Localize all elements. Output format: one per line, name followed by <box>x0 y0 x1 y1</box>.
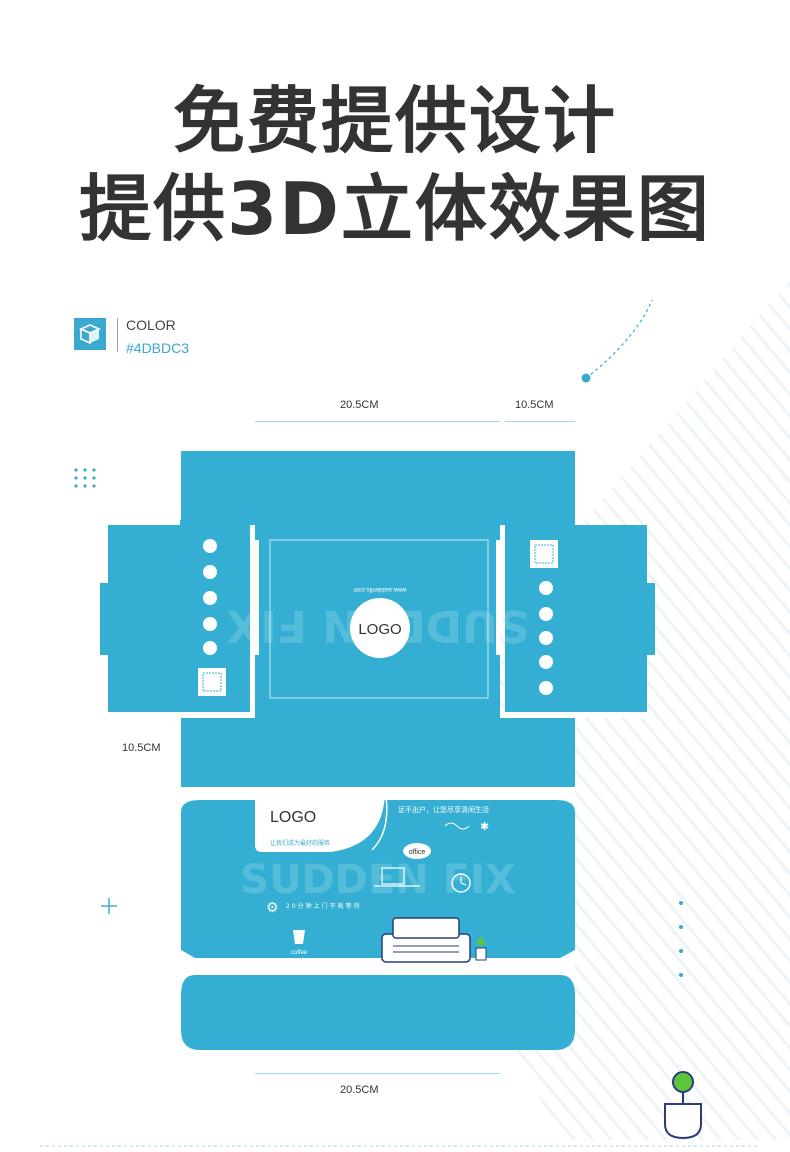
bubble-logo: LOGO <box>270 809 316 826</box>
color-divider <box>117 318 118 352</box>
color-hex-value: #4DBDC3 <box>126 340 190 356</box>
center-logo: LOGO <box>358 621 401 638</box>
promise-text: 20分钟上门不耗等待 <box>286 902 362 910</box>
coffee-label: coffee <box>291 950 308 956</box>
svg-text:✱: ✱ <box>480 820 489 833</box>
dimension-top-depth: 10.5CM <box>515 399 554 411</box>
brand-watermark-bottom: SUDDEN FIX <box>240 857 516 903</box>
dimension-side-depth: 10.5CM <box>122 742 161 754</box>
dimension-top-width: 20.5CM <box>340 399 379 411</box>
dimension-line-top-width <box>255 421 500 422</box>
website-text: www.suddenfix.com <box>353 586 407 592</box>
box-icon <box>74 318 106 350</box>
dimension-bottom-width: 20.5CM <box>340 1084 379 1096</box>
headline-line-1: 免费提供设计 <box>172 79 617 163</box>
office-label: office <box>409 849 426 856</box>
svg-text:⚙: ⚙ <box>266 900 279 916</box>
slogan-text: 让我们成为最好的服务 <box>270 839 330 847</box>
dimension-line-bottom-width <box>255 1073 500 1074</box>
color-label: COLOR <box>126 317 176 333</box>
tagline-text: 足不出户，让您尽享清闲生活 <box>398 805 489 814</box>
headline-line-2: 提供3D立体效果图 <box>79 167 711 251</box>
dimension-line-top-depth <box>505 421 575 422</box>
